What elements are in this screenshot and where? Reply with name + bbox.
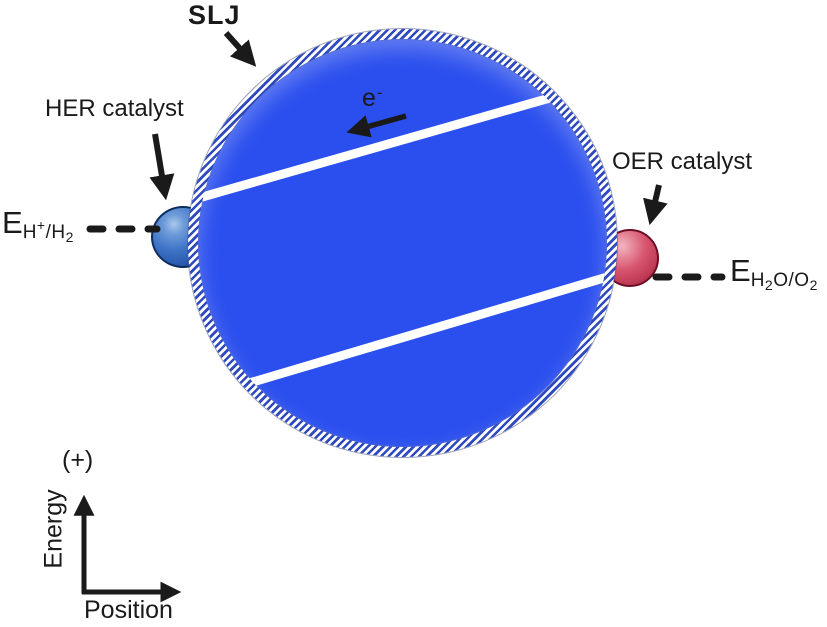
energy-symbol-left: E — [2, 205, 23, 240]
electron-label: e- — [362, 83, 383, 112]
slj-hatched-rim — [188, 29, 617, 457]
sub-o-slash-o: O/O — [773, 270, 810, 291]
her-arrow — [149, 133, 175, 201]
oxygen-potential-label: EH2O/O2 — [730, 253, 818, 292]
hydrogen-potential-subscript: H+/H2 — [22, 218, 74, 245]
sub-two-b: 2 — [809, 277, 818, 293]
oer-arrow — [643, 184, 668, 226]
sup-plus: + — [36, 217, 46, 233]
sub-two-a: 2 — [764, 277, 774, 293]
electron-charge-superscript: - — [376, 83, 383, 102]
energy-axis-positive-sign: (+) — [62, 446, 94, 474]
energy-axis-label: Energy — [39, 489, 68, 569]
sub-h: H — [750, 270, 765, 291]
sub-h: H — [22, 222, 37, 243]
oer-catalyst-label: OER catalyst — [612, 148, 753, 175]
electron-symbol: e — [362, 84, 376, 112]
position-axis-label: Position — [84, 596, 173, 624]
white-band-lower — [198, 254, 607, 405]
hydrogen-potential-label: EH+/H2 — [2, 205, 74, 244]
energy-symbol-right: E — [730, 253, 751, 288]
photocatalyst-particle — [198, 39, 607, 447]
oxygen-potential-subscript: H2O/O2 — [750, 270, 818, 293]
sub-two: 2 — [65, 229, 74, 245]
slj-arrow — [223, 30, 257, 67]
her-catalyst-label: HER catalyst — [45, 95, 184, 122]
sub-slash-h: /H — [45, 222, 66, 243]
slj-label: SLJ — [188, 0, 241, 30]
white-band-upper — [198, 74, 607, 221]
